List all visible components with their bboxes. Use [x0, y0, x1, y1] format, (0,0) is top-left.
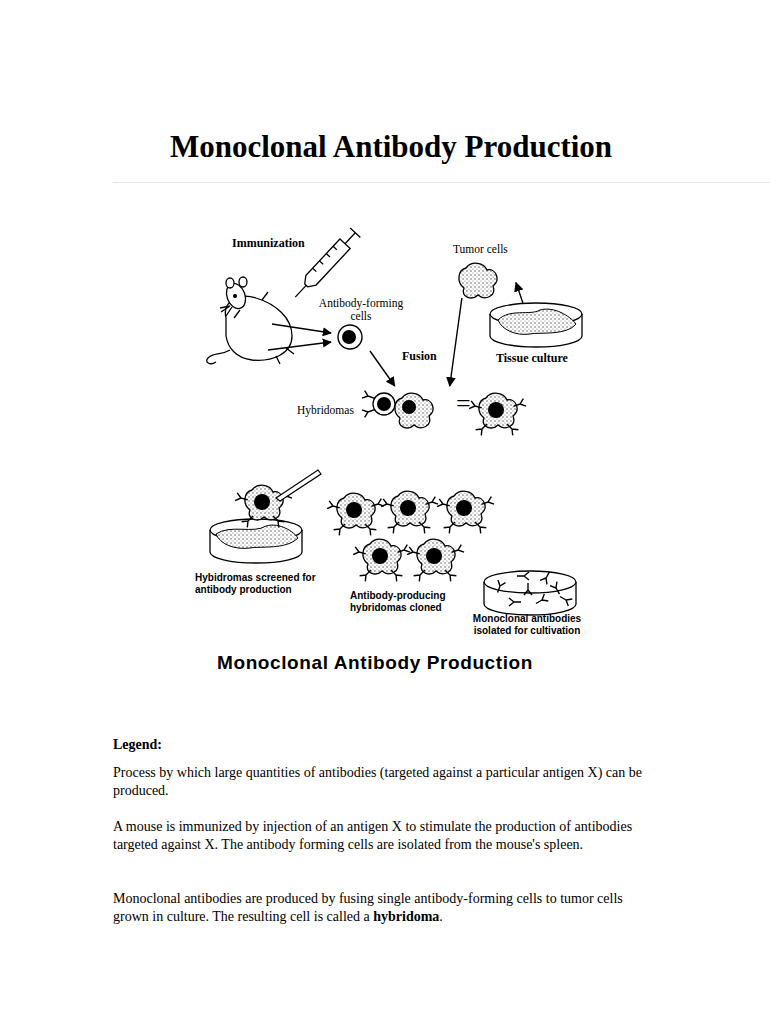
mouse	[207, 277, 294, 364]
spleen-arrows	[268, 324, 331, 350]
figure-label: Hybidromas screened for antibody product…	[195, 572, 327, 595]
flow-arrow	[370, 351, 395, 386]
cloned-hybridomas	[327, 491, 494, 581]
body-text: A mouse is immunized by injection of an …	[113, 818, 653, 854]
screening-dish	[210, 519, 302, 563]
edge-label: Fusion	[401, 349, 438, 364]
tissue-culture-dish	[490, 303, 582, 347]
fusing-cells	[362, 391, 433, 428]
body-text: Process by which large quantities of ant…	[113, 764, 653, 800]
figure-caption: Monoclonal Antibody Production	[217, 652, 533, 674]
screened-hybridoma	[235, 485, 292, 527]
body-text: Legend:	[113, 736, 162, 754]
figure-label: Hybridomas	[297, 404, 354, 417]
figure-node: Antibody-forming cells	[312, 297, 412, 351]
flow-arrow	[450, 298, 462, 386]
figure-node: Hybridomas	[295, 386, 527, 438]
figure-label: =	[456, 395, 471, 413]
figure-node: Antibody-producing hybridomas cloned	[328, 486, 496, 618]
antibody-dish	[484, 570, 576, 615]
flow-arrow	[516, 283, 523, 304]
figure-label: Tissue culture	[496, 352, 568, 366]
title-rule	[113, 182, 770, 183]
figure-label: Monoclonal antibodies isolated for culti…	[470, 613, 584, 636]
figure-node: Tissue culture	[486, 304, 584, 370]
figure-node: Monoclonal antibodies isolated for culti…	[468, 566, 588, 638]
figure-label: Immunization	[232, 234, 305, 252]
body-paragraph: Monoclonal antibodies are produced by fu…	[113, 890, 653, 926]
hybridoma-cell	[469, 393, 526, 435]
antibody-forming-cell	[338, 325, 362, 349]
body-text: .	[439, 909, 443, 924]
body-text: hybridoma	[373, 909, 439, 924]
figure-node: Tumor cells	[450, 243, 516, 298]
body-text: Monoclonal antibodies are produced by fu…	[113, 891, 623, 924]
tumor-cell	[459, 263, 497, 298]
figure-node: Hybidromas screened for antibody product…	[193, 470, 333, 598]
figure-label: Antibody-producing hybridomas cloned	[350, 590, 462, 613]
figure-label: Antibody-forming cells	[314, 297, 408, 323]
pipette	[276, 470, 321, 501]
figure-label: Tumor cells	[453, 243, 508, 256]
page-title: Monoclonal Antibody Production	[170, 129, 612, 165]
